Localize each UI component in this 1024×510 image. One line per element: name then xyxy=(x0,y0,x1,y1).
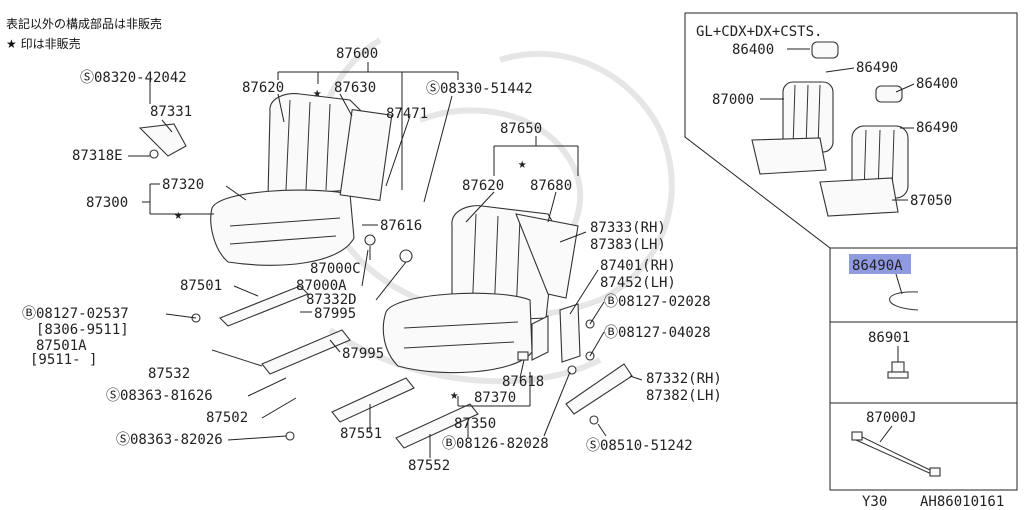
clip-86901 xyxy=(887,361,909,379)
callout-87318e: 87318E xyxy=(72,148,123,164)
clip-ring-part xyxy=(889,291,919,311)
non-sale-star-markers: ★ ★ ★ ★ xyxy=(174,85,527,403)
inset-frame xyxy=(684,12,1018,491)
callout-87532: 87532 xyxy=(148,366,190,382)
callout-87333-rh: 87333(RH) xyxy=(590,220,666,236)
callout-87300: 87300 xyxy=(86,195,128,211)
star-marker: ★ xyxy=(518,156,527,172)
callout-87501: 87501 xyxy=(180,278,222,294)
inset-label-87050: 87050 xyxy=(910,193,952,209)
inset-label-86490-a: 86490 xyxy=(856,60,898,76)
callout-s08363-81626: Ⓢ08363-81626 xyxy=(106,388,213,404)
part-highlight xyxy=(849,254,911,274)
footer-code: AH86010161 xyxy=(920,494,1004,510)
inset-label-86400-b: 86400 xyxy=(916,76,958,92)
callout-87382-lh: 87382(LH) xyxy=(646,388,722,404)
callout-87620-right: 87620 xyxy=(462,178,504,194)
callout-87471: 87471 xyxy=(386,106,428,122)
callout-s08510-51242: Ⓢ08510-51242 xyxy=(586,438,693,454)
callout-b08126-82028: Ⓑ08126-82028 xyxy=(442,436,549,452)
inset-title: GL+CDX+DX+CSTS. xyxy=(696,24,822,40)
callout-87995-b: 87995 xyxy=(342,346,384,362)
note-line-1: 表記以外の構成部品は非販売 xyxy=(6,16,162,31)
callout-87680: 87680 xyxy=(530,178,572,194)
seat-assembly-87600 xyxy=(210,92,393,266)
callout-87551: 87551 xyxy=(340,426,382,442)
callout-87452-lh: 87452(LH) xyxy=(600,275,676,291)
callout-87332-rh: 87332(RH) xyxy=(646,371,722,387)
callout-s08363-82026: Ⓢ08363-82026 xyxy=(116,432,223,448)
leader-lines xyxy=(128,62,643,458)
callout-b08127-04028: Ⓑ08127-04028 xyxy=(604,325,711,341)
inset-label-86400-a: 86400 xyxy=(732,42,774,58)
callout-87650: 87650 xyxy=(500,121,542,137)
callout-range-8306-9511: [8306-9511] xyxy=(36,322,129,338)
star-marker: ★ xyxy=(450,387,459,403)
callout-87332d: 87332D xyxy=(306,292,357,308)
callout-87502: 87502 xyxy=(206,410,248,426)
callout-b08127-02028: Ⓑ08127-02028 xyxy=(604,294,711,310)
callout-87383-lh: 87383(LH) xyxy=(590,237,666,253)
inset-seat-1 xyxy=(751,41,839,175)
callout-87501a: 87501A xyxy=(36,338,87,354)
callout-87000c: 87000C xyxy=(310,261,361,277)
callout-87370: 87370 xyxy=(474,390,516,406)
callout-87350: 87350 xyxy=(454,416,496,432)
callout-87401-rh: 87401(RH) xyxy=(600,258,676,274)
callout-87630: 87630 xyxy=(334,80,376,96)
callout-range-9511: [9511- ] xyxy=(30,352,97,368)
note-line-2: ★ 印は非販売 xyxy=(6,36,81,51)
star-marker: ★ xyxy=(313,85,322,101)
inset-seat-2 xyxy=(819,85,909,217)
footer-model: Y30 xyxy=(862,494,887,510)
callout-87618: 87618 xyxy=(502,374,544,390)
highlight-part-number: 86490A xyxy=(852,258,903,274)
callout-87331: 87331 xyxy=(150,104,192,120)
callout-87620-left: 87620 xyxy=(242,80,284,96)
callout-b08127-02537: Ⓑ08127-02537 xyxy=(22,306,129,322)
callout-labels: 87600 87620 87630 Ⓢ08330-51442 87471 Ⓢ08… xyxy=(22,46,722,474)
panel-part-86901: 86901 xyxy=(868,330,910,346)
callout-s08320-42042: Ⓢ08320-42042 xyxy=(80,70,187,86)
callout-87995-a: 87995 xyxy=(314,306,356,322)
callout-87552: 87552 xyxy=(408,458,450,474)
callout-s08330-51442: Ⓢ08330-51442 xyxy=(426,81,533,97)
inset-label-86490-b: 86490 xyxy=(916,120,958,136)
inset-label-87000: 87000 xyxy=(712,92,754,108)
seat-rails xyxy=(138,123,633,449)
seat-assembly-87650 xyxy=(382,205,579,374)
callout-87616: 87616 xyxy=(380,218,422,234)
callout-87600: 87600 xyxy=(336,46,378,62)
star-marker: ★ xyxy=(174,207,183,223)
callout-87320: 87320 xyxy=(162,177,204,193)
panel-part-87000j: 87000J xyxy=(866,410,917,426)
harness-87000j xyxy=(851,431,941,477)
callout-87000a: 87000A xyxy=(296,278,347,294)
